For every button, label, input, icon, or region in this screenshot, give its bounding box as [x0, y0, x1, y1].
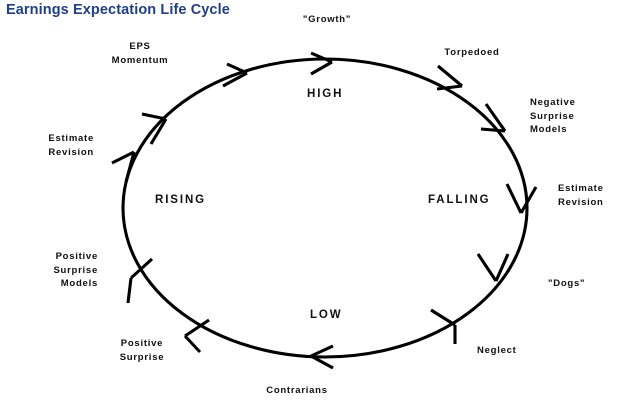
stage-label-dogs: "Dogs"	[548, 278, 586, 289]
arrowhead-upper-right-2	[480, 103, 507, 133]
stage-label-estimate-revision-right: Estimate Revision	[558, 183, 604, 208]
stage-label-positive-surprise: Positive Surprise	[119, 338, 165, 363]
stage-label-neglect: Neglect	[477, 345, 517, 356]
phase-label-high: HIGH	[307, 88, 344, 100]
stage-label-growth: "Growth"	[302, 14, 352, 25]
arrowhead-right	[505, 183, 538, 214]
arrowhead-upper-left-2	[222, 62, 248, 88]
phase-label-rising: RISING	[155, 194, 207, 206]
arrowhead-lower-right-2	[430, 308, 457, 344]
arrowhead-upper-right-1	[436, 64, 463, 91]
arrowhead-lower-right-1	[476, 253, 510, 282]
arrowhead-lower-left-2	[126, 257, 154, 304]
stage-label-eps-momentum: EPS Momentum	[111, 41, 169, 66]
phase-label-low: LOW	[310, 309, 343, 321]
arrowhead-left	[111, 150, 136, 183]
stage-label-negative-surprise-models: Negative Surprise Models	[530, 97, 576, 135]
page-title: Earnings Expectation Life Cycle	[6, 2, 230, 18]
phase-label-falling: FALLING	[428, 194, 491, 206]
arrowhead-top	[310, 51, 333, 76]
arrowhead-bottom	[310, 344, 334, 370]
stage-label-estimate-revision-left: Estimate Revision	[48, 133, 94, 158]
stage-label-positive-surprise-models: Positive Surprise Models	[53, 251, 98, 289]
stage-label-torpedoed: Torpedoed	[444, 47, 500, 58]
arrowhead-upper-left-1	[141, 112, 168, 145]
arrowheads-group	[111, 51, 538, 370]
stage-label-contrarians: Contrarians	[266, 385, 328, 396]
arrowhead-lower-left-1	[183, 318, 210, 354]
